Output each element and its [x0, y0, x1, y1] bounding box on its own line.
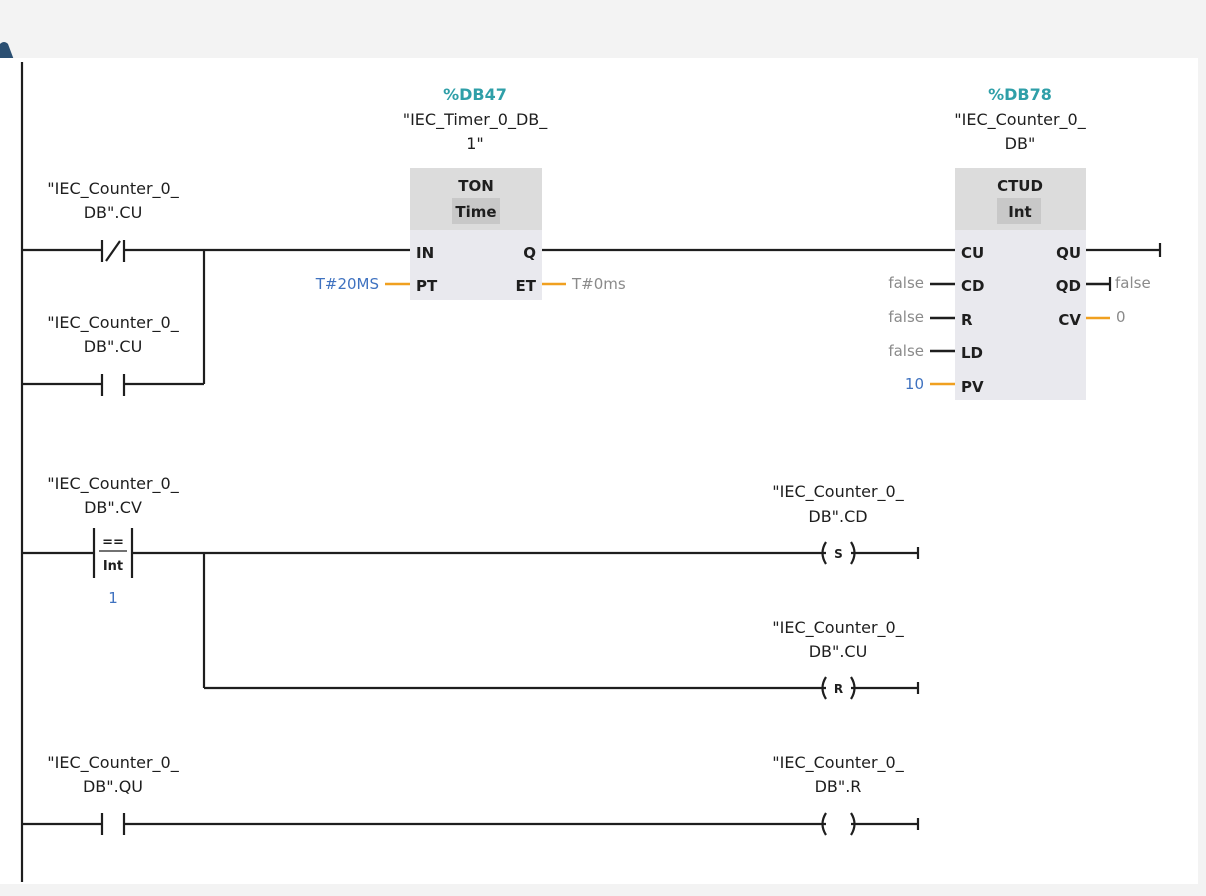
contact-nc-label-line2: DB".CU	[84, 203, 143, 222]
contact-nc-label-line1: "IEC_Counter_0_	[47, 179, 179, 199]
normally-closed-contact-icon[interactable]	[22, 240, 410, 262]
contact-no-label-line1: "IEC_Counter_0_	[47, 313, 179, 333]
counter-address: %DB78	[988, 85, 1052, 104]
timer-instance-line2: 1"	[466, 134, 484, 153]
compare-label-line2: DB".CV	[84, 498, 142, 517]
corner-tab-icon	[0, 40, 14, 60]
compare-type: Int	[103, 559, 123, 574]
counter-pin-cu: CU	[961, 244, 984, 262]
contact-no-label-line2: DB".CU	[84, 337, 143, 356]
counter-instance-line1: "IEC_Counter_0_	[954, 110, 1086, 130]
timer-pin-q: Q	[523, 244, 536, 262]
counter-pin-qd: QD	[1056, 277, 1081, 295]
counter-pin-qu: QU	[1056, 244, 1081, 262]
coil-r-label-line1: "IEC_Counter_0_	[772, 753, 904, 773]
output-coil-icon[interactable]	[821, 812, 856, 836]
counter-pin-cv: CV	[1058, 311, 1081, 329]
timer-datatype: Time	[455, 203, 496, 221]
network-1: "IEC_Counter_0_ DB".CU "IEC_Counter_0_ D…	[22, 85, 1162, 400]
counter-instance-line2: DB"	[1005, 134, 1036, 153]
reset-coil-label-line2: DB".CU	[809, 642, 868, 661]
ctud-counter-block[interactable]: %DB78 "IEC_Counter_0_ DB" CTUD Int CU CD…	[954, 85, 1087, 400]
counter-cv-value: 0	[1116, 308, 1126, 326]
coil-r-label-line2: DB".R	[815, 777, 862, 796]
counter-type: CTUD	[997, 177, 1043, 195]
counter-r-value[interactable]: false	[888, 308, 924, 326]
timer-pin-in: IN	[416, 244, 434, 262]
normally-open-contact-icon[interactable]	[22, 813, 918, 835]
timer-pin-et: ET	[516, 277, 537, 295]
contact-qu-label-line1: "IEC_Counter_0_	[47, 753, 179, 773]
counter-cd-value[interactable]: false	[888, 274, 924, 292]
set-coil-label-line2: DB".CD	[808, 507, 867, 526]
timer-instance-line1: "IEC_Timer_0_DB_	[403, 110, 549, 130]
timer-et-value: T#0ms	[571, 275, 626, 293]
compare-value[interactable]: 1	[108, 589, 118, 607]
counter-pv-value[interactable]: 10	[905, 375, 924, 393]
reset-coil-label-line1: "IEC_Counter_0_	[772, 618, 904, 638]
normally-open-contact-icon[interactable]	[22, 250, 206, 396]
compare-label-line1: "IEC_Counter_0_	[47, 474, 179, 494]
network-2: "IEC_Counter_0_ DB".CV == Int 1 "IEC_Cou…	[22, 474, 920, 700]
compare-operator: ==	[102, 535, 124, 550]
counter-pin-r: R	[961, 311, 973, 329]
timer-type: TON	[458, 177, 494, 195]
ton-timer-block[interactable]: %DB47 "IEC_Timer_0_DB_ 1" TON Time IN PT…	[403, 85, 549, 300]
reset-coil-icon[interactable]: R	[821, 676, 856, 700]
counter-pin-pv: PV	[961, 378, 984, 396]
timer-pt-value[interactable]: T#20MS	[315, 275, 379, 293]
counter-pin-cd: CD	[961, 277, 984, 295]
counter-pin-ld: LD	[961, 344, 983, 362]
timer-address: %DB47	[443, 85, 507, 104]
reset-coil-mark: R	[834, 682, 843, 696]
compare-equal-contact-icon[interactable]: == Int	[22, 528, 918, 578]
network-3: "IEC_Counter_0_ DB".QU "IEC_Counter_0_ D…	[22, 753, 920, 836]
counter-datatype: Int	[1008, 203, 1031, 221]
set-coil-mark: S	[834, 547, 843, 561]
counter-qd-value: false	[1115, 274, 1151, 292]
set-coil-icon[interactable]: S	[821, 541, 856, 565]
counter-ld-value[interactable]: false	[888, 342, 924, 360]
set-coil-label-line1: "IEC_Counter_0_	[772, 482, 904, 502]
contact-qu-label-line2: DB".QU	[83, 777, 143, 796]
set-coil-mask	[826, 542, 851, 564]
timer-pin-pt: PT	[416, 277, 438, 295]
